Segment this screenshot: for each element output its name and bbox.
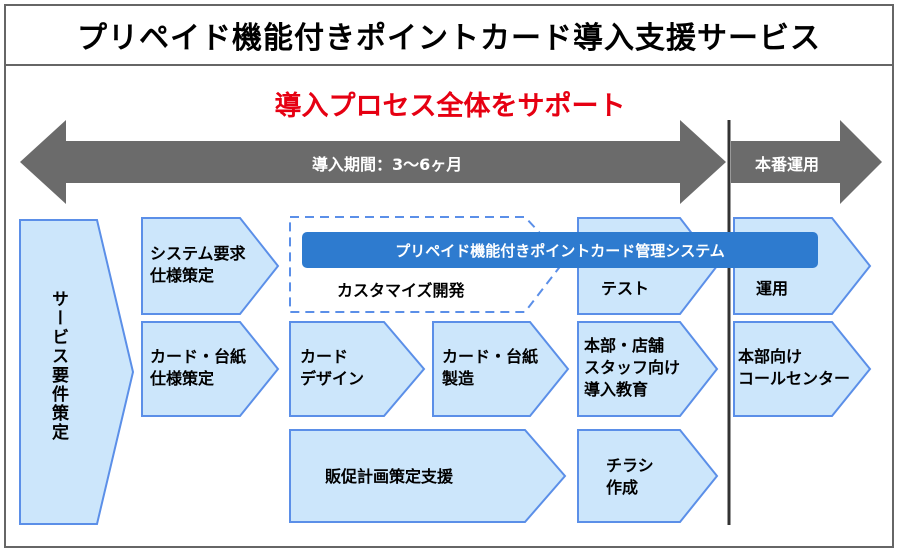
subtitle: 導入プロセス全体をサポート: [274, 91, 626, 122]
step-card-spec-shape: [141, 321, 280, 417]
step-call-center-label: 本部向け コールセンター: [738, 347, 851, 388]
step-card-spec-label: カード・台紙 仕様策定: [150, 347, 247, 388]
step-operation-label: 運用: [756, 279, 789, 298]
management-system-bar: プリペイド機能付きポイントカード管理システム: [302, 232, 818, 268]
step-card-manufacture-shape: [432, 321, 570, 417]
implementation-period-arrow: [20, 120, 726, 204]
operation-period-label: 本番運用: [755, 155, 820, 174]
step-sales-promo-shape: [289, 429, 567, 523]
step-call-center-shape: [733, 321, 872, 417]
step-service-requirements-shape: [19, 219, 135, 525]
operation-period-arrow: [731, 120, 882, 204]
step-custom-dev-label: カスタマイズ開発: [337, 281, 465, 300]
step-card-design-label: カード デザイン: [300, 347, 365, 388]
step-flyer-label: チラシ 作成: [606, 456, 654, 497]
step-card-manufacture-label: カード・台紙 製造: [442, 347, 539, 388]
step-sales-promo-label: 販促計画策定支援: [325, 467, 454, 486]
step-flyer-shape: [577, 429, 719, 523]
implementation-period-label: 導入期間：3～6ヶ月: [312, 155, 463, 174]
step-test-label: テスト: [601, 279, 650, 298]
title-bar: プリペイド機能付きポイントカード導入支援サービス: [4, 4, 894, 66]
step-service-requirements-label: サービス要件策定: [48, 290, 68, 442]
page-title: プリペイド機能付きポイントカード導入支援サービス: [77, 21, 821, 56]
step-staff-training-label: 本部・店舗 スタッフ向け 導入教育: [584, 336, 681, 399]
step-card-design-shape: [289, 321, 426, 417]
management-system-label: プリペイド機能付きポイントカード管理システム: [395, 241, 725, 260]
step-staff-training-shape: [577, 321, 719, 417]
step-system-spec-label: システム要求 仕様策定: [150, 244, 246, 285]
step-system-spec-shape: [141, 217, 280, 315]
